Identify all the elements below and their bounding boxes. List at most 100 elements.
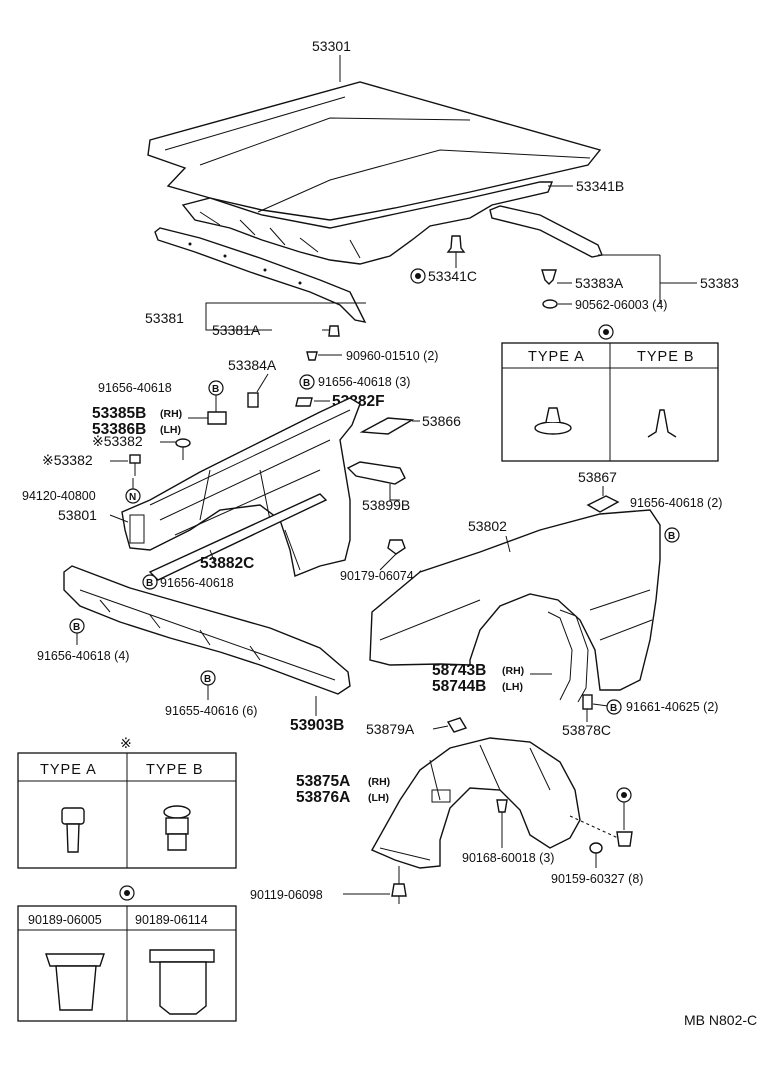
screw-badge-b-icon [606, 699, 622, 715]
label-53879A: 53879A [366, 721, 415, 737]
front-fender-53802[interactable] [369, 509, 661, 703]
rivet-b-icon [149, 949, 215, 1015]
label-53383A: 53383A [575, 275, 624, 291]
screw-badge-b-icon [664, 527, 680, 543]
label-53875A: 53875A [296, 773, 350, 790]
label-90168: 90168-60018 (3) [462, 851, 554, 865]
rivet-table-col-b: 90189-06114 [135, 913, 208, 927]
bolt-type-b-icon [163, 805, 191, 851]
svg-text:B: B [610, 703, 617, 714]
screw-90159[interactable] [589, 842, 603, 854]
label-90960: 90960-01510 (2) [346, 349, 438, 363]
label-53381A: 53381A [212, 322, 261, 338]
clip-type-b-icon [647, 409, 677, 438]
label-90562: 90562-06003 (4) [575, 298, 667, 312]
clip-90960[interactable] [306, 351, 318, 361]
clip-53867[interactable] [586, 495, 620, 513]
svg-text:(LH): (LH) [160, 424, 181, 436]
label-94120: 94120-40800 [22, 489, 96, 503]
svg-text:(RH): (RH) [368, 776, 390, 788]
bolt-table-type-b: TYPE B [146, 762, 204, 778]
bracket-53385B[interactable] [207, 411, 227, 425]
hood-seal-front[interactable] [154, 227, 367, 323]
label-53802: 53802 [468, 518, 507, 534]
clip-table-type-a: TYPE A [528, 349, 585, 365]
label-91656-3: 91656-40618 (3) [318, 375, 410, 389]
label-53867: 53867 [578, 469, 617, 485]
svg-text:B: B [73, 622, 80, 633]
svg-text:B: B [668, 531, 675, 542]
label-53382-b: ※53382 [42, 452, 93, 468]
bolt-type-a-icon [61, 807, 85, 853]
label-53386B: 53386B [92, 421, 146, 438]
svg-text:B: B [303, 378, 310, 389]
svg-text:N: N [129, 492, 136, 503]
label-53382-a: ※53382 [92, 433, 143, 449]
seal-53866[interactable] [359, 417, 415, 435]
hood-panel[interactable] [147, 81, 602, 221]
bolt-53382-b[interactable] [129, 454, 141, 476]
bolt-53382-a[interactable] [175, 438, 191, 460]
label-91661: 91661-40625 (2) [626, 700, 718, 714]
screw-90119[interactable] [391, 883, 407, 904]
svg-text:(RH): (RH) [502, 665, 524, 677]
svg-text:(LH): (LH) [502, 681, 523, 693]
bolt-table-type-a: TYPE A [40, 762, 97, 778]
grommet-90562 [542, 299, 558, 309]
screw-badge-b-icon [299, 374, 315, 390]
fender-apron-53801[interactable] [121, 397, 361, 577]
label-58744B: 58744B [432, 678, 486, 695]
label-53899B: 53899B [362, 497, 410, 513]
svg-text:B: B [204, 674, 211, 685]
clip-type-table: TYPE A TYPE B [501, 342, 719, 462]
label-90159: 90159-60327 (8) [551, 872, 643, 886]
svg-text:(RH): (RH) [160, 408, 182, 420]
rivet-type-table: 90189-06005 90189-06114 [17, 905, 237, 1022]
svg-text:(LH): (LH) [368, 792, 389, 804]
clip-53384A[interactable] [247, 392, 259, 408]
label-53882C: 53882C [200, 555, 254, 572]
label-53801: 53801 [58, 507, 97, 523]
bolt-type-table: TYPE A TYPE B [17, 752, 237, 869]
label-91655: 91655-40616 (6) [165, 704, 257, 718]
label-58743B: 58743B [432, 662, 486, 679]
hood-seal-rear[interactable] [489, 205, 603, 258]
label-53381: 53381 [145, 310, 184, 326]
label-53878C: 53878C [562, 722, 611, 738]
label-91656-a: 91656-40618 [98, 381, 172, 395]
label-53385B: 53385B [92, 405, 146, 422]
bracket-53899B[interactable] [346, 461, 406, 485]
clip-53882F[interactable] [295, 397, 313, 407]
clip-53381A[interactable] [328, 325, 340, 337]
label-53876A: 53876A [296, 789, 350, 806]
label-53866: 53866 [422, 413, 461, 429]
label-91656-2: 91656-40618 (2) [630, 496, 722, 510]
label-90119: 90119-06098 [250, 888, 323, 902]
label-53301: 53301 [312, 38, 351, 54]
fender-liner-53875A[interactable] [371, 737, 581, 869]
nut-90179[interactable] [387, 539, 406, 555]
clip-table-type-b: TYPE B [637, 349, 695, 365]
bolt-table-mark: ※ [120, 735, 132, 751]
label-91656-b: 91656-40618 [160, 576, 234, 590]
clip-type-a-icon [534, 407, 572, 435]
diagram-reference-code: MB N802-C [684, 1012, 757, 1028]
clip-53878C[interactable] [582, 694, 593, 710]
screw-90168[interactable] [496, 799, 508, 813]
label-53384A: 53384A [228, 357, 277, 373]
svg-text:B: B [146, 578, 153, 589]
screw-badge-b-icon [142, 574, 158, 590]
rivet-table-col-a: 90189-06005 [28, 913, 102, 927]
clip-53879A[interactable] [446, 717, 468, 733]
hood-inner-frame[interactable] [181, 181, 554, 265]
clip-53341C[interactable] [446, 235, 466, 253]
svg-text:B: B [212, 384, 219, 395]
label-53903B: 53903B [290, 717, 344, 734]
label-90179: 90179-06074 (2) [340, 569, 432, 583]
lower-support-53903B[interactable] [63, 565, 351, 695]
clip-53383A[interactable] [541, 269, 558, 309]
rivet-clip[interactable] [616, 831, 633, 847]
label-53341B: 53341B [576, 178, 624, 194]
label-91656-4: 91656-40618 (4) [37, 649, 129, 663]
